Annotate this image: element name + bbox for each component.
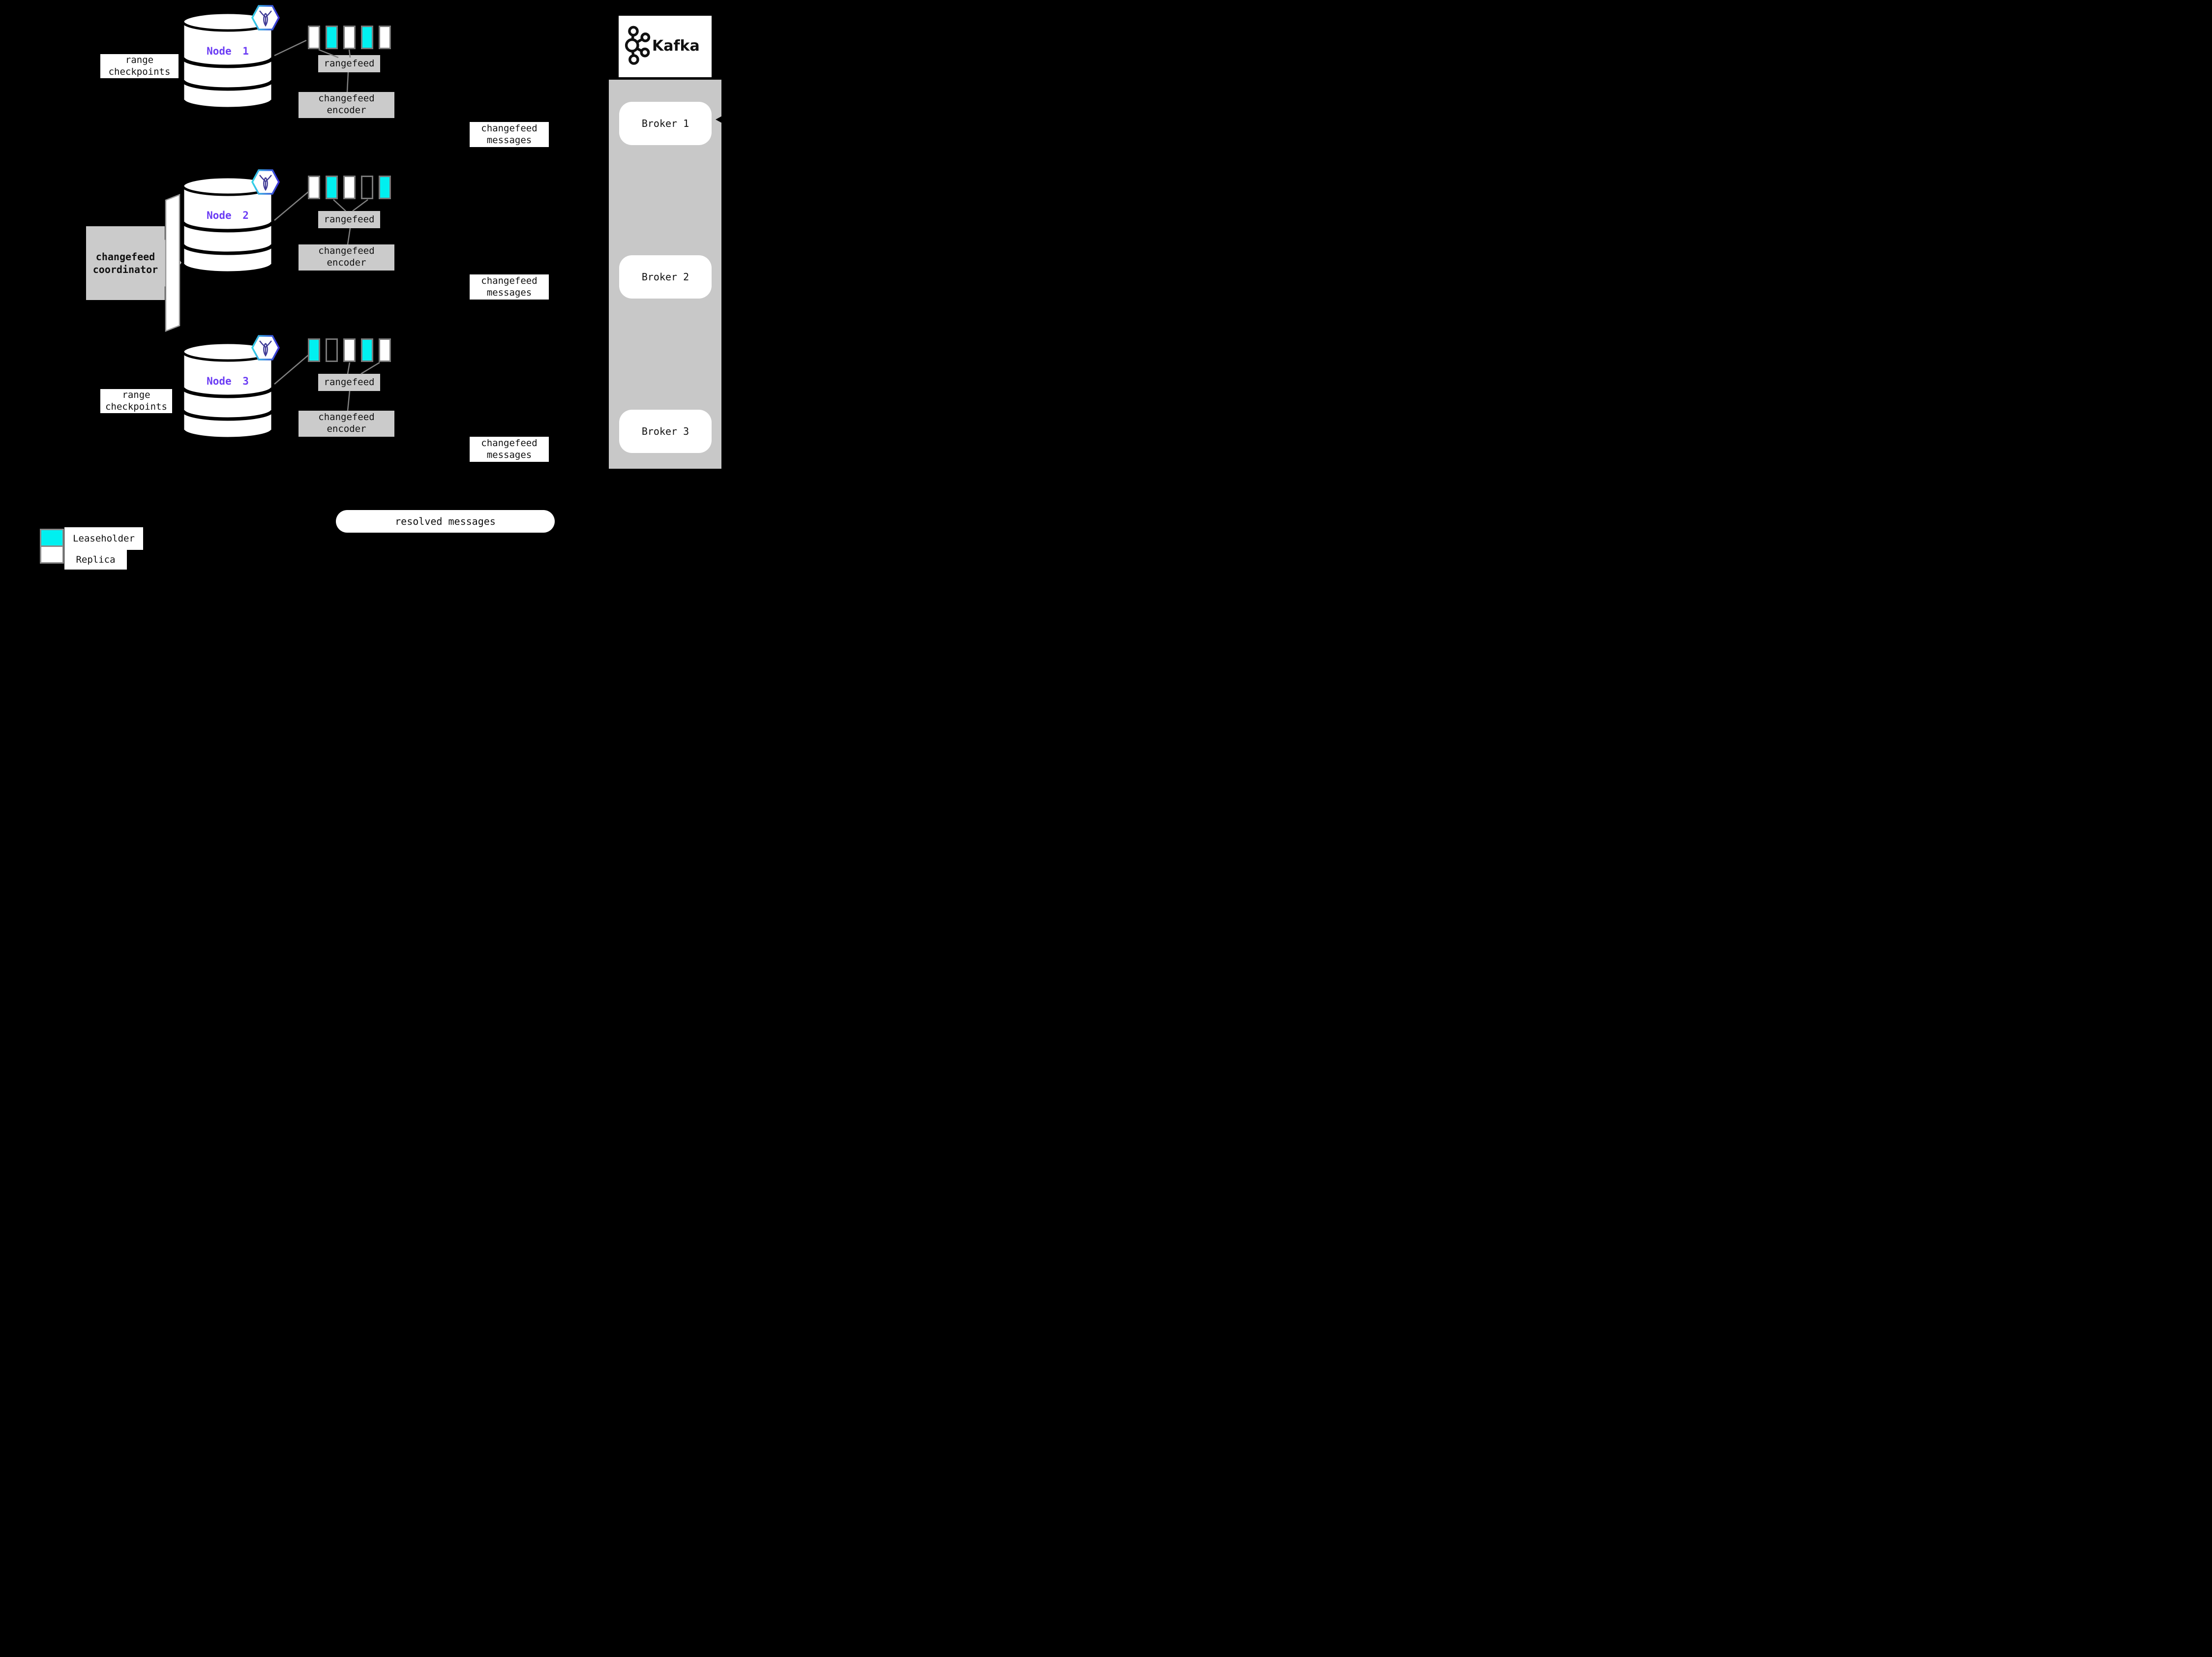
- changefeed-messages-label-1: changefeed messages: [470, 122, 549, 147]
- broker-1-box: Broker 1: [619, 102, 712, 145]
- node-label: Node 1: [207, 45, 249, 57]
- range-square-leaseholder: [361, 338, 373, 362]
- rangefeed-box-2: rangefeed: [318, 211, 380, 228]
- node-label: Node 2: [207, 210, 249, 221]
- changefeed-coordinator-callout: changefeed coordinator: [86, 226, 165, 300]
- kafka-logo-icon: [625, 23, 651, 72]
- node-2-cylinder: Node 2: [181, 174, 274, 278]
- kafka-wordmark: Kafka: [652, 37, 700, 55]
- range-checkpoints-label-1: range checkpoints: [100, 54, 179, 78]
- range-square-leaseholder: [361, 26, 373, 49]
- broker-2-box: Broker 2: [619, 255, 712, 299]
- changefeed-messages-label-2: changefeed messages: [470, 274, 549, 300]
- node-2-ranges: [308, 176, 392, 199]
- range-square-replica: [308, 26, 320, 49]
- changefeed-encoder-box-2: changefeed encoder: [299, 244, 394, 271]
- coordinator-pointer-icon: [165, 240, 181, 287]
- cockroachdb-logo-icon: [251, 168, 280, 196]
- legend-label-leaseholder: Leaseholder: [64, 527, 143, 550]
- cockroachdb-logo-icon: [251, 334, 280, 362]
- range-square-empty: [361, 176, 373, 199]
- node-1-ranges: [308, 26, 392, 49]
- range-square-leaseholder: [326, 26, 338, 49]
- legend-swatch-leaseholder: [40, 529, 64, 547]
- resolved-messages-label: resolved messages: [336, 510, 555, 533]
- range-square-replica: [308, 176, 320, 199]
- cockroachdb-logo-icon: [251, 4, 280, 31]
- node-3-ranges: [308, 338, 392, 362]
- range-square-replica: [379, 26, 391, 49]
- node-3-cylinder: Node 3: [181, 340, 274, 444]
- changefeed-encoder-box-3: changefeed encoder: [299, 411, 394, 437]
- range-square-leaseholder: [308, 338, 320, 362]
- range-square-replica: [343, 26, 356, 49]
- range-square-empty: [326, 338, 338, 362]
- range-square-leaseholder: [326, 176, 338, 199]
- legend-label-replica: Replica: [64, 550, 127, 570]
- range-square-replica: [379, 338, 391, 362]
- changefeed-messages-label-3: changefeed messages: [470, 437, 549, 462]
- legend-swatch-replica: [40, 545, 64, 564]
- node-label: Node 3: [207, 375, 249, 387]
- rangefeed-box-1: rangefeed: [318, 55, 380, 72]
- rangefeed-box-3: rangefeed: [318, 374, 380, 391]
- changefeed-encoder-box-1: changefeed encoder: [299, 92, 394, 118]
- range-checkpoints-label-3: range checkpoints: [100, 389, 172, 413]
- range-square-replica: [343, 176, 356, 199]
- broker-3-box: Broker 3: [619, 410, 712, 453]
- range-square-replica: [343, 338, 356, 362]
- kafka-logo-box: Kafka: [619, 16, 712, 77]
- range-square-leaseholder: [379, 176, 391, 199]
- changefeed-architecture-diagram: Node 1 rangefeed changefeed encoder rang…: [0, 0, 771, 577]
- coordinator-plane-shape: [165, 194, 180, 332]
- node-1-cylinder: Node 1: [181, 10, 274, 114]
